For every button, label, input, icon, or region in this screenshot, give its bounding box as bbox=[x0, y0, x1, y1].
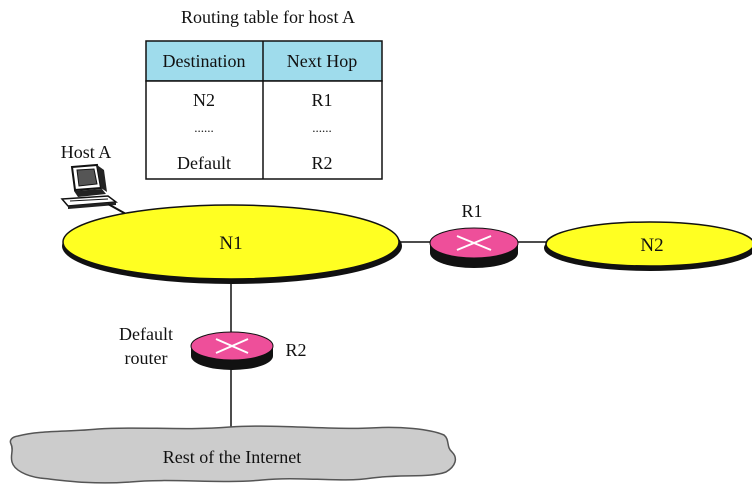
default-router-label-line2: router bbox=[125, 348, 168, 368]
internet-label: Rest of the Internet bbox=[163, 447, 301, 467]
router-r1-label: R1 bbox=[461, 201, 482, 221]
network-n1 bbox=[62, 204, 400, 280]
routing-table: Destination Next Hop N2 R1 ...... ......… bbox=[145, 40, 383, 180]
network-n2 bbox=[545, 221, 752, 267]
table-row-3-next-hop: R2 bbox=[311, 153, 332, 173]
table-row-2-destination: ...... bbox=[194, 120, 214, 135]
table-row-1-next-hop: R1 bbox=[311, 90, 332, 110]
table-row-1-destination: N2 bbox=[193, 90, 215, 110]
network-n1-label: N1 bbox=[219, 233, 242, 254]
table-row-3-destination: Default bbox=[177, 153, 231, 173]
table-header-next-hop: Next Hop bbox=[287, 51, 358, 71]
internet-cloud-icon bbox=[9, 425, 457, 484]
host-a-label: Host A bbox=[61, 142, 112, 162]
table-header-bg bbox=[145, 40, 383, 82]
router-r2-label: R2 bbox=[285, 340, 306, 360]
computer-icon bbox=[60, 163, 119, 209]
router-r1-icon bbox=[429, 227, 519, 268]
host-a-connection bbox=[107, 203, 127, 215]
network-n2-label: N2 bbox=[640, 235, 663, 256]
router-r2-icon bbox=[190, 331, 274, 370]
table-header-destination: Destination bbox=[163, 51, 246, 71]
table-body-bg bbox=[145, 80, 383, 180]
table-title: Routing table for host A bbox=[181, 7, 355, 27]
default-router-label-line1: Default bbox=[119, 324, 173, 344]
table-row-2-next-hop: ...... bbox=[312, 120, 332, 135]
